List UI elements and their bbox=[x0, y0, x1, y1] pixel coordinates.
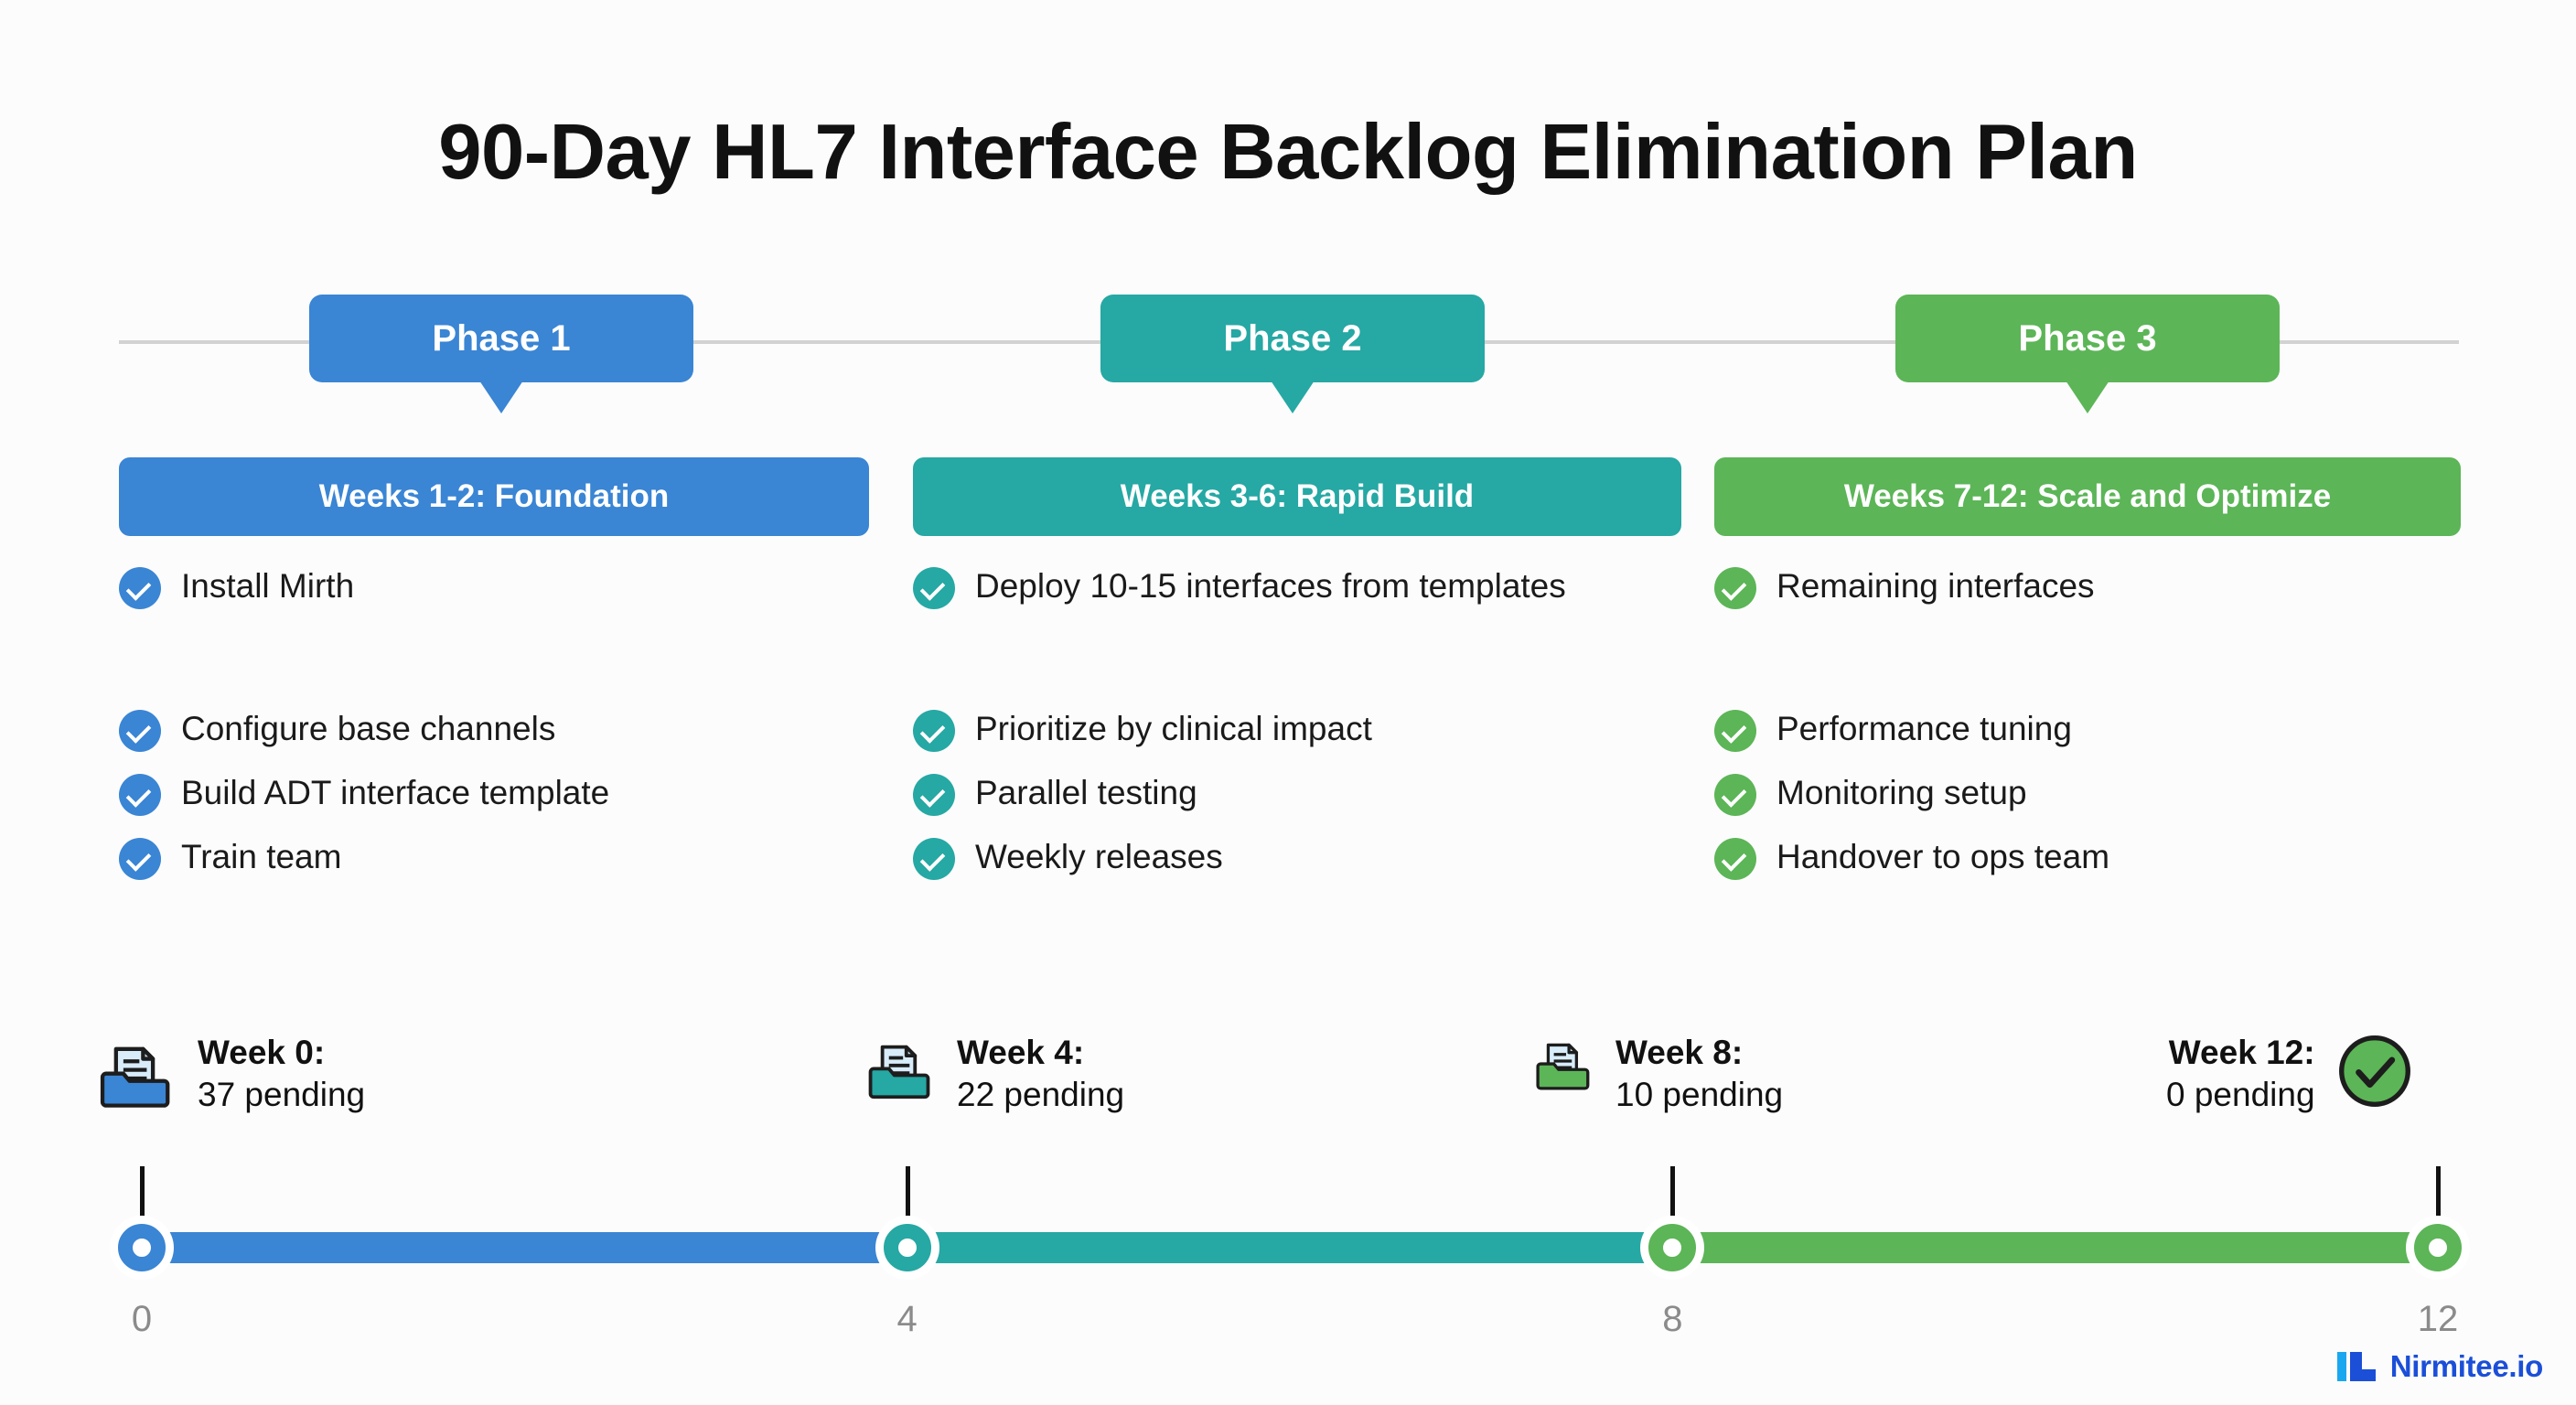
timeline-segment bbox=[142, 1232, 907, 1263]
timeline-node[interactable] bbox=[2406, 1216, 2470, 1280]
timeline-tick-label: 8 bbox=[1662, 1299, 1683, 1339]
phase-badge-label: Phase 3 bbox=[2018, 317, 2157, 359]
task-item: Parallel testing bbox=[913, 772, 1663, 816]
timeline-node[interactable] bbox=[875, 1216, 939, 1280]
check-circle-icon bbox=[119, 567, 161, 609]
milestone-text: Week 8: 10 pending bbox=[1615, 1032, 1783, 1116]
check-circle-icon bbox=[119, 838, 161, 880]
check-circle-icon bbox=[119, 710, 161, 752]
phase-badge-label: Phase 1 bbox=[432, 317, 571, 359]
task-label: Remaining interfaces bbox=[1776, 567, 2095, 605]
milestone-stem bbox=[140, 1166, 145, 1221]
timeline-milestone: Week 0: 37 pending bbox=[99, 1032, 365, 1116]
check-circle-icon bbox=[1714, 710, 1756, 752]
milestone-pending-label: 22 pending bbox=[957, 1075, 1125, 1113]
timeline-node-ring bbox=[1648, 1224, 1697, 1271]
milestone-week-label: Week 12: bbox=[2168, 1034, 2315, 1071]
phase-header-label: Weeks 3-6: Rapid Build bbox=[1120, 478, 1475, 514]
timeline-tick-label: 4 bbox=[896, 1299, 918, 1339]
milestone-text: Week 0: 37 pending bbox=[198, 1032, 365, 1116]
task-item: Train team bbox=[119, 836, 851, 880]
task-item: Install Mirth bbox=[119, 565, 851, 688]
milestone-stem bbox=[905, 1166, 910, 1221]
phase-badge-tail bbox=[1271, 381, 1315, 413]
phase-badge-3: Phase 3 bbox=[1895, 295, 2280, 413]
milestone-pending-label: 0 pending bbox=[2166, 1075, 2315, 1113]
folder-document-icon bbox=[867, 1032, 937, 1101]
phase-header-3: Weeks 7-12: Scale and Optimize bbox=[1714, 457, 2461, 536]
phase-header-2: Weeks 3-6: Rapid Build bbox=[913, 457, 1681, 536]
phase-badge-1: Phase 1 bbox=[309, 295, 693, 413]
folder-document-icon bbox=[1535, 1032, 1595, 1092]
milestone-text: Week 12: 0 pending bbox=[2166, 1032, 2315, 1116]
milestone-stem bbox=[1670, 1166, 1676, 1221]
task-label: Handover to ops team bbox=[1776, 838, 2110, 875]
task-label: Prioritize by clinical impact bbox=[975, 710, 1372, 747]
task-item: Performance tuning bbox=[1714, 708, 2442, 752]
task-item: Configure base channels bbox=[119, 708, 851, 752]
phase-badge-tail bbox=[2066, 381, 2109, 413]
task-item: Weekly releases bbox=[913, 836, 1663, 880]
check-circle-icon bbox=[913, 774, 955, 816]
task-item: Build ADT interface template bbox=[119, 772, 851, 816]
timeline-node[interactable] bbox=[1640, 1216, 1705, 1280]
timeline-tick-label: 0 bbox=[131, 1299, 153, 1339]
check-circle-icon bbox=[2335, 1032, 2414, 1110]
phase-header-1: Weeks 1-2: Foundation bbox=[119, 457, 869, 536]
phase-badge-2: Phase 2 bbox=[1100, 295, 1485, 413]
nirmitee-logo: Nirmitee.io bbox=[2336, 1348, 2544, 1385]
task-label: Weekly releases bbox=[975, 838, 1223, 875]
folder-document-icon bbox=[99, 1032, 177, 1110]
check-circle-icon bbox=[913, 567, 955, 609]
check-circle-icon bbox=[1714, 774, 1756, 816]
milestone-week-label: Week 4: bbox=[957, 1034, 1085, 1071]
check-circle-icon bbox=[913, 710, 955, 752]
milestone-pending-label: 10 pending bbox=[1615, 1075, 1784, 1113]
timeline-segment bbox=[1672, 1232, 2438, 1263]
task-label: Deploy 10-15 interfaces from templates bbox=[975, 567, 1566, 605]
timeline-node-ring bbox=[2414, 1224, 2462, 1271]
task-label: Install Mirth bbox=[181, 567, 355, 605]
timeline-node[interactable] bbox=[110, 1216, 174, 1280]
timeline-segment bbox=[907, 1232, 1673, 1263]
check-circle-icon bbox=[1714, 838, 1756, 880]
nirmitee-logo-text: Nirmitee.io bbox=[2389, 1349, 2544, 1383]
task-label: Build ADT interface template bbox=[181, 774, 610, 811]
task-label: Parallel testing bbox=[975, 774, 1197, 811]
task-label: Configure base channels bbox=[181, 710, 556, 747]
check-circle-icon bbox=[913, 838, 955, 880]
milestone-week-label: Week 8: bbox=[1615, 1034, 1744, 1071]
task-item: Prioritize by clinical impact bbox=[913, 708, 1663, 752]
task-label: Train team bbox=[181, 838, 342, 875]
milestone-text: Week 4: 22 pending bbox=[957, 1032, 1124, 1116]
check-circle-icon bbox=[119, 774, 161, 816]
milestone-stem bbox=[2436, 1166, 2441, 1221]
timeline-milestone: Week 4: 22 pending bbox=[867, 1032, 1124, 1116]
timeline-milestone: Week 12: 0 pending bbox=[2166, 1032, 2414, 1116]
phase-header-label: Weeks 7-12: Scale and Optimize bbox=[1843, 478, 2332, 514]
nirmitee-logo-mark bbox=[2336, 1352, 2376, 1381]
task-item: Remaining interfaces bbox=[1714, 565, 2442, 688]
task-item: Monitoring setup bbox=[1714, 772, 2442, 816]
phase-badge-label: Phase 2 bbox=[1223, 317, 1362, 359]
task-item: Handover to ops team bbox=[1714, 836, 2442, 880]
page-title: 90-Day HL7 Interface Backlog Elimination… bbox=[438, 109, 2138, 196]
check-circle-icon bbox=[1714, 567, 1756, 609]
milestone-week-label: Week 0: bbox=[198, 1034, 326, 1071]
milestone-pending-label: 37 pending bbox=[198, 1075, 366, 1113]
phase-badge-tail bbox=[479, 381, 523, 413]
timeline-track bbox=[142, 1232, 2438, 1263]
timeline-node-ring bbox=[883, 1224, 931, 1271]
task-label: Monitoring setup bbox=[1776, 774, 2027, 811]
timeline-milestone: Week 8: 10 pending bbox=[1535, 1032, 1783, 1116]
phase-header-label: Weeks 1-2: Foundation bbox=[318, 478, 670, 514]
task-item: Deploy 10-15 interfaces from templates bbox=[913, 565, 1663, 688]
task-label: Performance tuning bbox=[1776, 710, 2072, 747]
timeline-tick-label: 12 bbox=[2417, 1299, 2459, 1339]
timeline-node-ring bbox=[118, 1224, 166, 1271]
